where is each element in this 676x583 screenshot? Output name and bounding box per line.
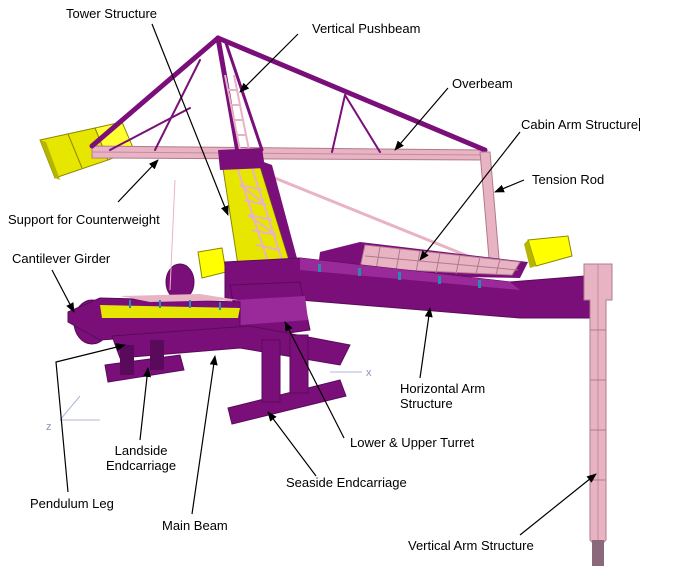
axis-x-label: x <box>366 367 372 379</box>
label-cabin-arm-structure: Cabin Arm Structure <box>521 117 641 132</box>
coordinate-axes <box>59 179 362 421</box>
label-horizontal-arm-line2: Structure <box>400 396 453 411</box>
tower-triangle <box>89 35 488 155</box>
label-cantilever-girder: Cantilever Girder <box>12 251 111 266</box>
seaside-endcarriage <box>227 334 347 425</box>
label-lower-upper-turret: Lower & Upper Turret <box>350 435 475 450</box>
vertical-pushbeam-ladder <box>224 74 250 151</box>
label-landside-line1: Landside <box>114 443 168 458</box>
cabin-right <box>524 235 573 268</box>
label-tower-structure: Tower Structure <box>66 6 158 21</box>
tower-lattice <box>218 148 298 279</box>
text-cursor <box>639 118 641 131</box>
label-horizontal-arm-structure: Horizontal Arm Structure <box>400 381 485 411</box>
label-landside-endcarriage: Landside Endcarriage <box>106 443 176 473</box>
label-main-beam: Main Beam <box>162 518 228 533</box>
label-overbeam: Overbeam <box>452 76 513 91</box>
label-vertical-arm-structure: Vertical Arm Structure <box>408 538 534 553</box>
label-landside-line2: Endcarriage <box>106 458 177 473</box>
label-seaside-endcarriage: Seaside Endcarriage <box>286 475 407 490</box>
axis-z-label: z <box>46 421 52 433</box>
label-cabin-arm-structure-text: Cabin Arm Structure <box>521 117 639 132</box>
label-vertical-pushbeam: Vertical Pushbeam <box>312 21 421 36</box>
label-pendulum-leg: Pendulum Leg <box>30 496 114 511</box>
label-horizontal-arm-line1: Horizontal Arm <box>400 381 486 396</box>
label-tension-rod: Tension Rod <box>532 172 605 187</box>
cabin-left <box>197 247 227 279</box>
overbeam-beam <box>91 145 486 161</box>
label-support-counterweight: Support for Counterweight <box>8 212 160 227</box>
leader-arrows <box>51 23 597 536</box>
